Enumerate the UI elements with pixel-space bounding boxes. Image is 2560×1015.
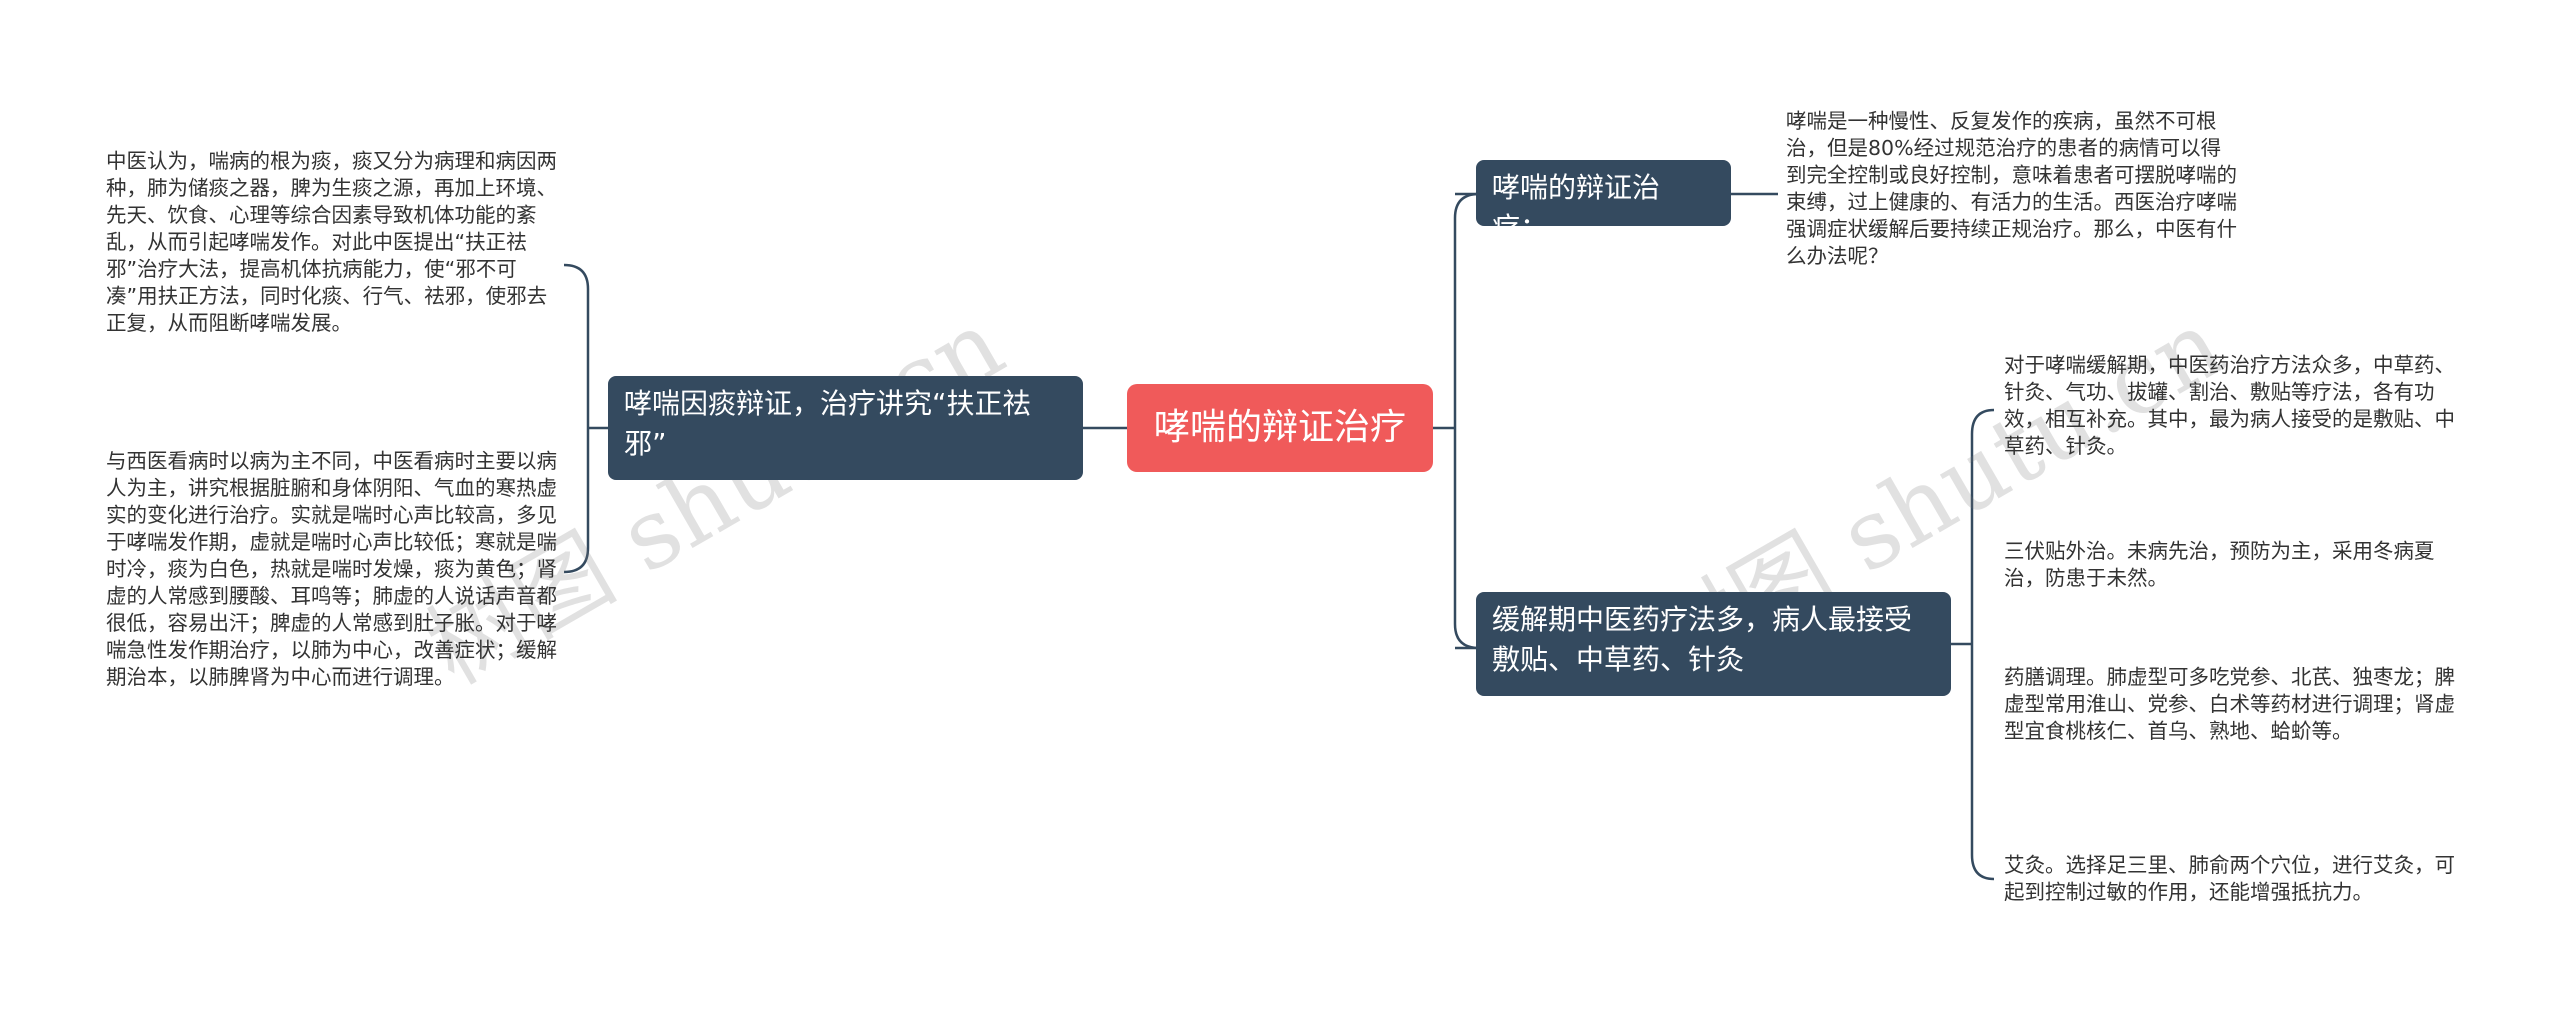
leaf-right-bottom-3: 药膳调理。肺虚型可多吃党参、北芪、独枣龙；脾虚型常用淮山、党参、白术等药材进行调… — [2004, 665, 2455, 743]
link-right-bottom-bracket — [1951, 408, 1995, 881]
leaf-right-bottom-1: 对于哮喘缓解期，中医药治疗方法众多，中草药、针灸、气功、拔罐、割治、敷贴等疗法，… — [2004, 353, 2455, 458]
leaf-right-bottom-4: 艾灸。选择足三里、肺俞两个穴位，进行艾灸，可起到控制过敏的作用，还能增强抵抗力。 — [2004, 853, 2455, 904]
leaf-right-top-1: 哮喘是一种慢性、反复发作的疾病，虽然不可根治，但是80%经过规范治疗的患者的病情… — [1786, 109, 2237, 268]
branch-right-bottom[interactable]: 缓解期中医药疗法多，病人最接受敷贴、中草药、针灸 — [1476, 592, 1951, 696]
leaf-left-2: 与西医看病时以病为主不同，中医看病时主要以病人为主，讲究根据脏腑和身体阴阳、气血… — [106, 449, 557, 689]
leaf-left-1: 中医认为，喘病的根为痰，痰又分为病理和病因两种，肺为储痰之器，脾为生痰之源，再加… — [106, 149, 557, 335]
branch-left[interactable]: 哮喘因痰辩证，治疗讲究“扶正祛邪” — [608, 376, 1083, 480]
link-root-right — [1433, 192, 1480, 650]
link-left-bracket — [563, 263, 608, 574]
branch-right-top[interactable]: 哮喘的辩证治疗： — [1476, 160, 1731, 244]
root-node[interactable]: 哮喘的辩证治疗 — [1127, 384, 1433, 472]
leaf-right-bottom-2: 三伏贴外治。未病先治，预防为主，采用冬病夏治，防患于未然。 — [2004, 539, 2435, 590]
